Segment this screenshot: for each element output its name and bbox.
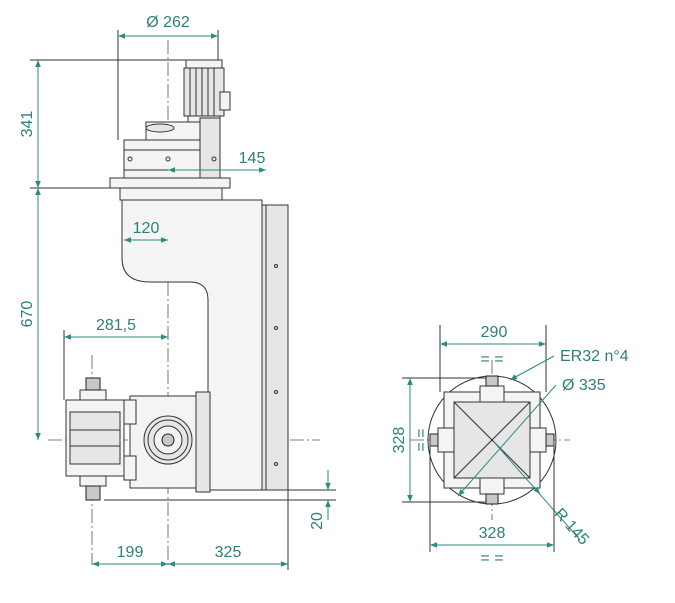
symmetry-left: = = — [413, 428, 430, 451]
dim-height-670: 670 — [19, 301, 36, 328]
label-er32: ER32 n°4 — [560, 348, 629, 365]
dim-diameter-262: Ø 262 — [146, 14, 190, 31]
dim-radius-145: R 145 — [551, 505, 592, 548]
tool-head — [65, 377, 125, 501]
dim-height-20: 20 — [309, 512, 326, 530]
dim-width-281-5: 281,5 — [96, 317, 136, 334]
side-view: Ø 262 341 145 120 670 281,5 20 199 325 — [19, 14, 336, 570]
dim-width-120: 120 — [133, 220, 160, 237]
column-body — [121, 199, 289, 491]
dim-diameter-335: Ø 335 — [562, 377, 606, 394]
symmetry-bottom: = = — [480, 550, 503, 567]
dim-width-145: 145 — [239, 150, 266, 167]
dim-width-328: 328 — [479, 525, 506, 542]
dim-height-328: 328 — [391, 427, 408, 454]
top-housing — [109, 117, 231, 201]
symmetry-top: = = — [480, 351, 503, 368]
tool-holders — [429, 375, 555, 505]
bottom-gearbox — [123, 391, 211, 493]
dim-width-290: 290 — [481, 324, 508, 341]
dim-width-199: 199 — [117, 544, 144, 561]
dim-width-325: 325 — [215, 544, 242, 561]
motor — [183, 59, 231, 127]
dim-height-341: 341 — [19, 111, 36, 138]
front-view: 290 = = ER32 n°4 Ø 335 328 = = R 145 328… — [391, 324, 629, 567]
